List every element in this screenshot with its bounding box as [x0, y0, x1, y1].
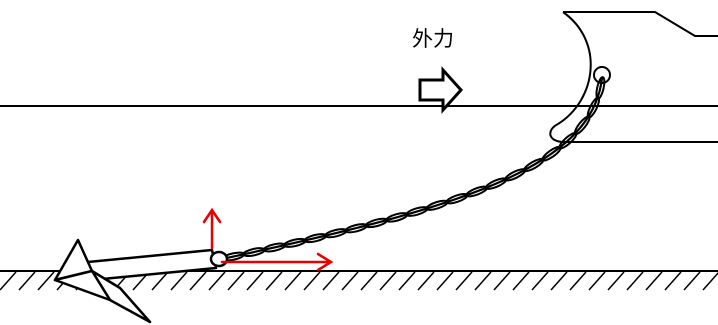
seabed-hatch [265, 271, 283, 291]
seabed-hatch [683, 271, 701, 291]
seabed-hatch [607, 271, 625, 291]
seabed-hatch [550, 271, 568, 291]
seabed-hatch [379, 271, 397, 291]
chain-link [445, 192, 469, 205]
chain-link [484, 177, 508, 190]
ship-hull [549, 11, 718, 143]
anchor-shackle [209, 250, 229, 268]
seabed-hatch [303, 271, 321, 291]
seabed-hatch [284, 271, 302, 291]
seabed-hatch [417, 271, 435, 291]
external-force-arrow [418, 66, 464, 114]
chain-link [425, 199, 449, 211]
force-arrow-right [220, 252, 334, 272]
seabed-hatch [455, 271, 473, 291]
seabed-hatch [246, 271, 264, 291]
seabed-hatch [512, 271, 530, 291]
seabed-hatch [151, 271, 169, 291]
seabed-hatch [436, 271, 454, 291]
seabed-hatch [569, 271, 587, 291]
seabed-hatch [398, 271, 416, 291]
seabed-hatch [341, 271, 359, 291]
seabed-hatch [531, 271, 549, 291]
seabed-hatch [0, 271, 17, 291]
seabed-hatch [227, 271, 245, 291]
force-arrows [202, 207, 334, 272]
anchor-chain [221, 76, 606, 262]
chain-link [283, 237, 307, 248]
seabed-hatch [170, 271, 188, 291]
seabed-hatch [645, 271, 663, 291]
seabed-hatch [626, 271, 644, 291]
seabed-hatch [493, 271, 511, 291]
seabed-hatch [322, 271, 340, 291]
seabed-hatch [189, 271, 207, 291]
seabed-hatch [474, 271, 492, 291]
seabed-hatch [588, 271, 606, 291]
seabed-hatch [18, 271, 36, 291]
force-label: 外力 [412, 27, 454, 51]
chain-link [523, 157, 545, 173]
seabed-hatch [664, 271, 682, 291]
seabed-hatch [702, 271, 718, 291]
anchor [53, 238, 229, 324]
chain-link [364, 217, 389, 229]
chain-link [324, 228, 348, 239]
seabed-hatch [208, 271, 226, 291]
force-arrow-up [202, 207, 222, 250]
seabed-hatch [360, 271, 378, 291]
seabed-hatch [37, 271, 55, 291]
